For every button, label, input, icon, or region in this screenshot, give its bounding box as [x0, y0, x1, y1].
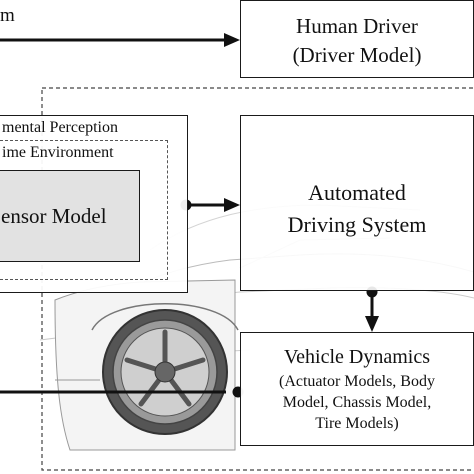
vehicle-dynamics-detail-2: Model, Chassis Model, [282, 393, 432, 411]
wheel-arch-line [91, 303, 239, 331]
human-driver-subtitle: (Driver Model) [292, 43, 422, 67]
automated-driving-line1: Automated [308, 180, 406, 205]
perception-inner-dashed-frame [0, 140, 168, 280]
perception-label-line2: ime Environment [2, 144, 114, 161]
perception-label-line1: mental Perception [2, 119, 118, 136]
automated-driving-system-box[interactable]: Automated Driving System [240, 115, 474, 291]
sensor-model-label: ensor Model [1, 203, 107, 228]
sensor-model-box[interactable]: ensor Model [0, 170, 140, 262]
vehicle-dynamics-box[interactable]: Vehicle Dynamics (Actuator Models, Body … [240, 332, 474, 446]
human-driver-title: Human Driver [296, 14, 418, 38]
top-left-label: m [0, 5, 15, 26]
vehicle-dynamics-title: Vehicle Dynamics [283, 345, 431, 368]
wheel-illustration [102, 309, 228, 435]
arrow-head-automated-driving [224, 198, 240, 212]
vehicle-dynamics-detail-1: (Actuator Models, Body [279, 372, 435, 390]
arrow-head-vehicle-dynamics [365, 316, 379, 332]
arrow-head-human-driver [224, 33, 240, 47]
automated-driving-line2: Driving System [287, 212, 427, 237]
vehicle-dynamics-detail-3: Tire Models) [315, 414, 399, 432]
human-driver-box[interactable]: Human Driver (Driver Model) [240, 0, 474, 78]
